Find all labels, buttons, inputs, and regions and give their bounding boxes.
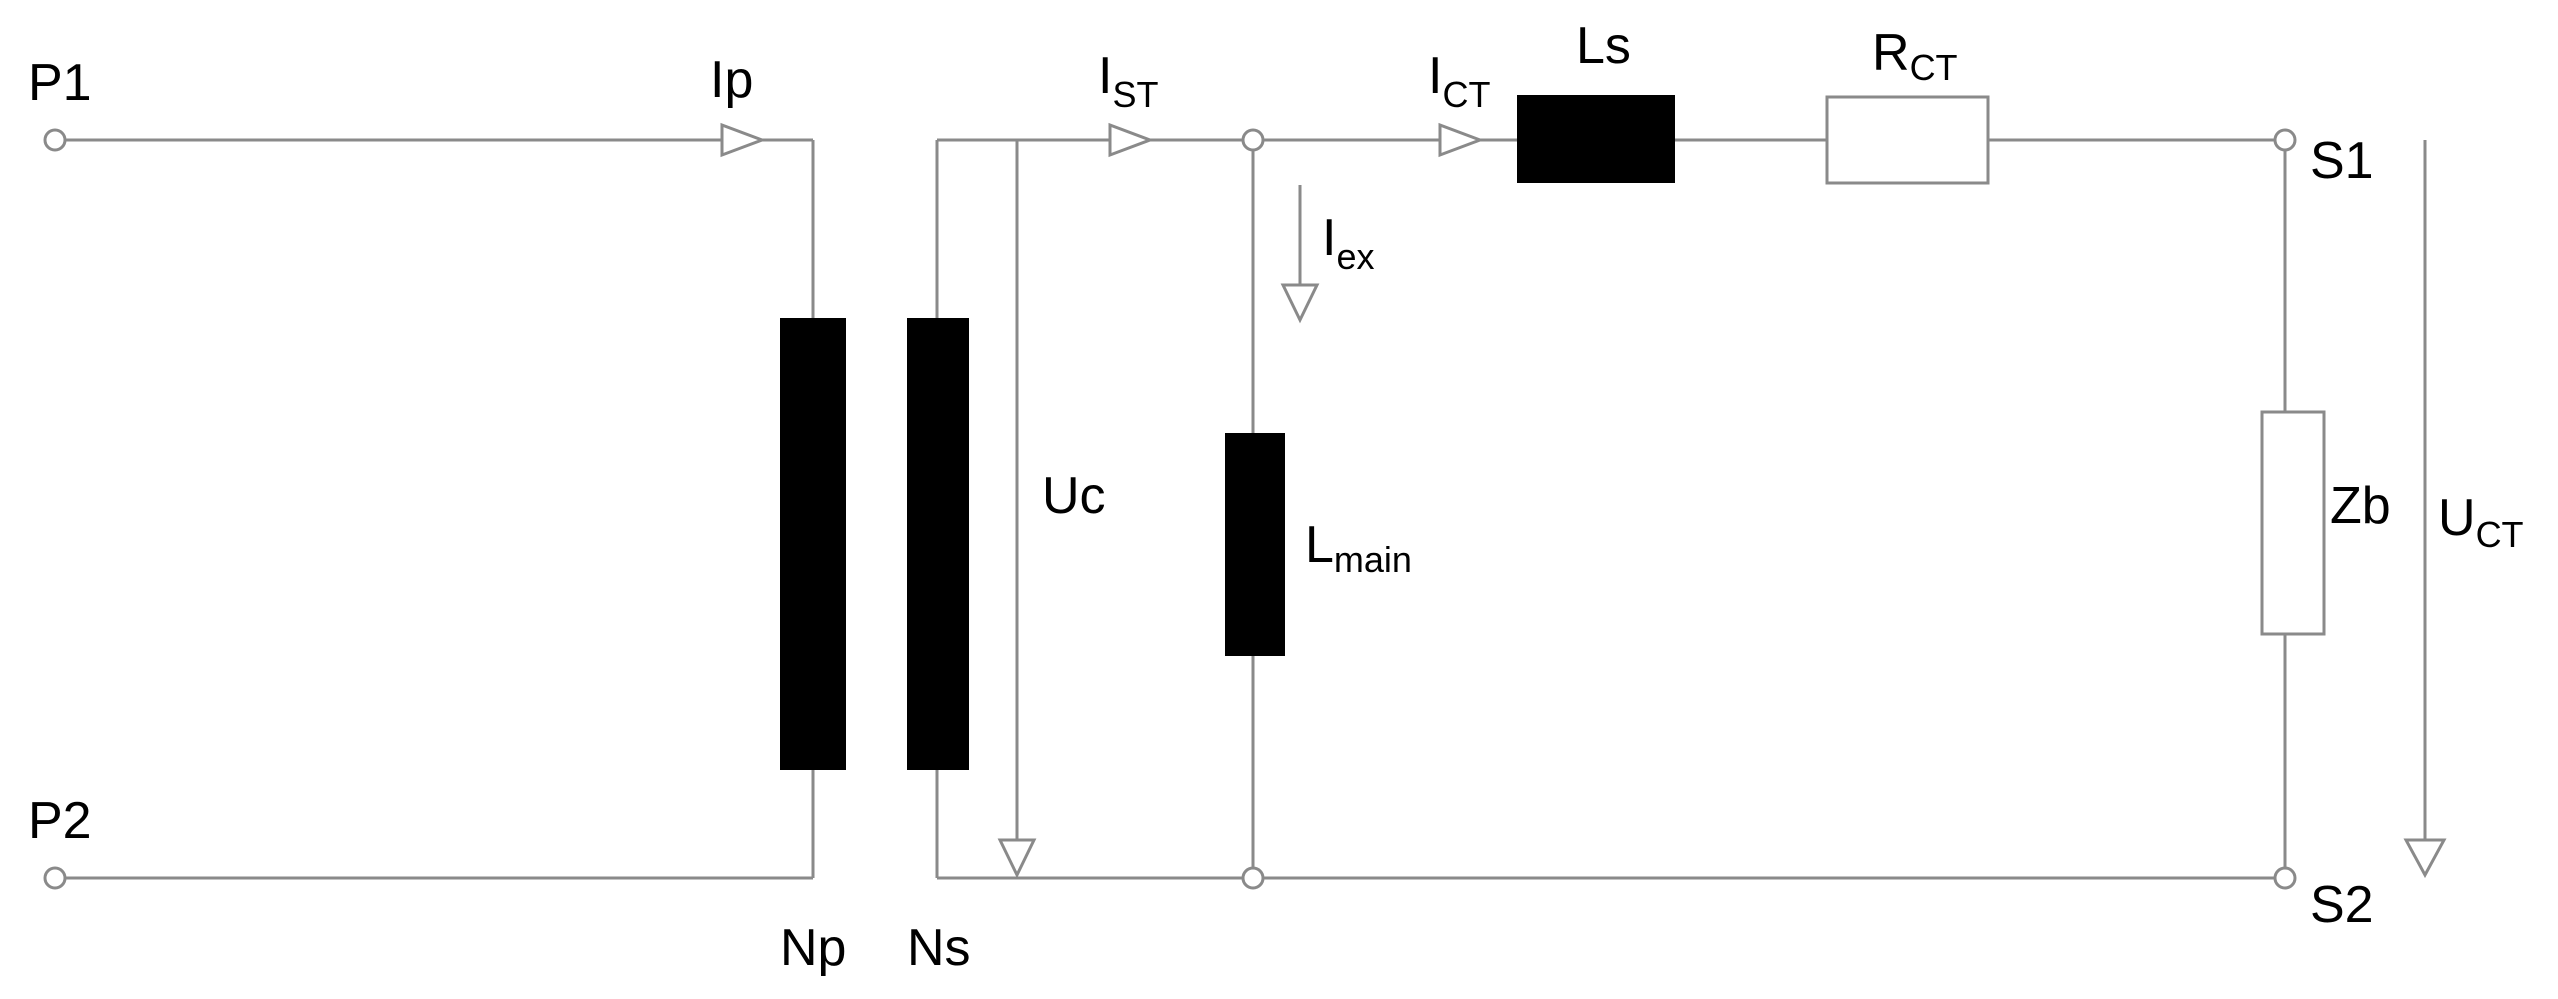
- label-s2: S2: [2310, 876, 2374, 934]
- label-rct-main: R: [1872, 24, 1910, 82]
- label-ns: Ns: [907, 919, 971, 977]
- primary-winding-np: [780, 318, 846, 770]
- terminal-s2: [2273, 866, 2297, 890]
- label-iex: Iex: [1322, 209, 1374, 277]
- uc-arrow-icon: [997, 838, 1037, 879]
- label-np: Np: [780, 919, 846, 977]
- label-iex-main: I: [1322, 209, 1336, 267]
- label-uct: UCT: [2438, 489, 2524, 555]
- iex-arrow-icon: [1280, 283, 1320, 324]
- terminal-p1: [43, 128, 67, 152]
- ip-arrow-icon: [720, 122, 767, 158]
- label-s1: S1: [2310, 132, 2374, 190]
- secondary-winding-ns: [907, 318, 969, 770]
- magnetizing-inductance-lmain: [1225, 433, 1285, 656]
- label-uc: Uc: [1042, 467, 1106, 525]
- label-ict-main: I: [1428, 47, 1442, 105]
- label-ist: IST: [1098, 47, 1158, 115]
- label-iex-sub: ex: [1336, 236, 1374, 277]
- label-ist-main: I: [1098, 47, 1112, 105]
- label-rct-sub: CT: [1910, 47, 1958, 88]
- ict-arrow-icon: [1438, 122, 1485, 158]
- uct-arrow-icon: [2403, 838, 2447, 879]
- label-lmain-main: L: [1305, 516, 1334, 574]
- label-uct-main: U: [2438, 489, 2476, 547]
- label-ls: Ls: [1576, 17, 1631, 75]
- ist-arrow-icon: [1108, 122, 1155, 158]
- label-zb: Zb: [2330, 477, 2391, 535]
- burden-impedance-zb: [2260, 410, 2326, 636]
- junction-node-top: [1241, 128, 1265, 152]
- terminal-s1: [2273, 128, 2297, 152]
- label-uct-sub: CT: [2476, 514, 2524, 555]
- junction-node-bottom: [1241, 866, 1265, 890]
- label-p1: P1: [28, 54, 92, 112]
- label-rct: RCT: [1872, 24, 1958, 88]
- leakage-inductance-ls: [1517, 95, 1675, 183]
- label-ist-sub: ST: [1112, 74, 1158, 115]
- label-ict: ICT: [1428, 47, 1490, 115]
- label-p2: P2: [28, 792, 92, 850]
- terminal-p2: [43, 866, 67, 890]
- label-ip: Ip: [710, 51, 753, 109]
- label-lmain-sub: main: [1334, 539, 1412, 580]
- label-ict-sub: CT: [1442, 74, 1490, 115]
- resistor-rct: [1825, 95, 1990, 185]
- label-lmain: Lmain: [1305, 516, 1412, 580]
